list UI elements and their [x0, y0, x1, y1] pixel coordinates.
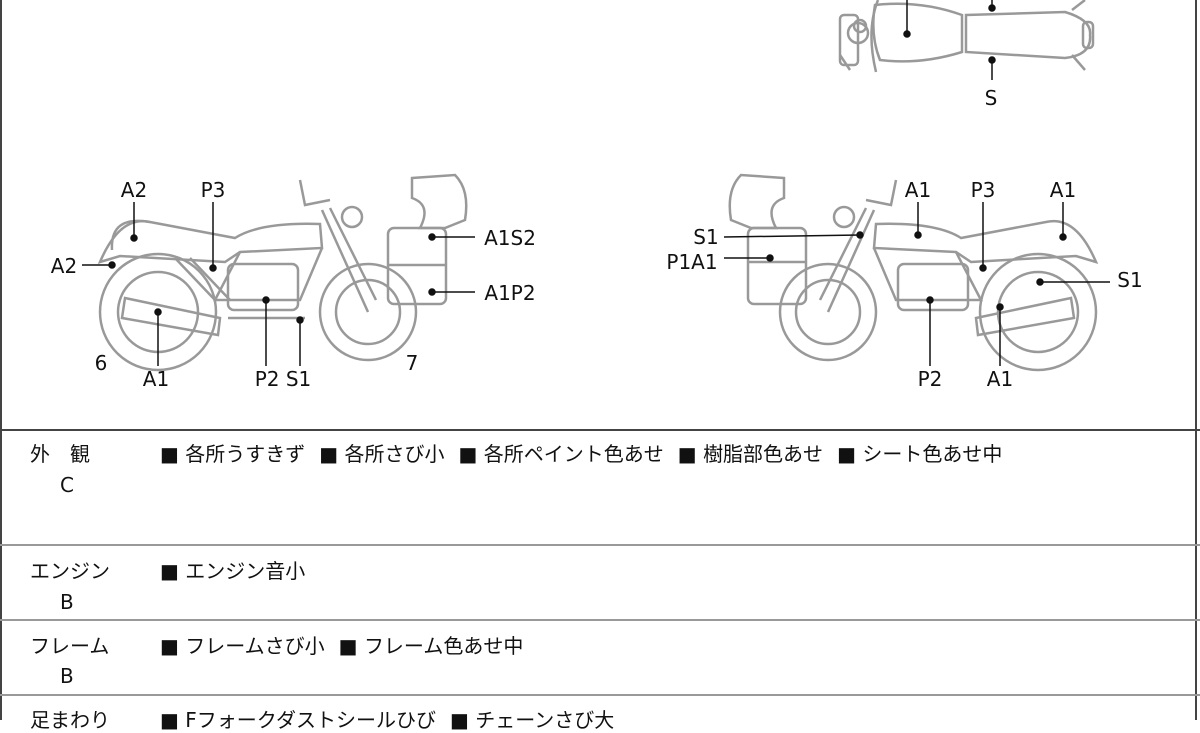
label-a1-right: A1 [1049, 178, 1077, 202]
label-a2-top: A2 [120, 178, 148, 202]
label-a1s2: A1S2 [484, 226, 536, 250]
row-grade: C [60, 473, 74, 497]
top-view-motorcycle [838, 0, 1095, 73]
condition-item: Fフォークダストシールひび [160, 708, 436, 732]
row-items: 各所うすきず各所さび小各所ペイント色あせ樹脂部色あせシート色あせ中 [160, 438, 1016, 467]
label-p3-right: P3 [970, 178, 996, 202]
label-6: 6 [94, 351, 108, 375]
row-label: エンジン [30, 559, 110, 583]
row-grade: B [60, 664, 74, 688]
left-side-motorcycle [97, 173, 468, 372]
condition-item: 各所さび小 [319, 442, 444, 466]
sheet-frame [0, 0, 1197, 720]
label-p1a1: P1A1 [666, 250, 718, 274]
label-s1-right: S1 [1117, 268, 1143, 292]
row-label: 外 観 [30, 442, 90, 466]
right-side-motorcycle [728, 173, 1099, 372]
row-label: 足まわり [30, 708, 110, 732]
label-s1-left: S1 [693, 225, 719, 249]
label-p2s1: P2 S1 [254, 367, 312, 391]
condition-item: 各所ペイント色あせ [459, 442, 664, 466]
label-a1-left: A1 [904, 178, 932, 202]
condition-item: 各所うすきず [160, 442, 305, 466]
row-items: フレームさび小フレーム色あせ中 [160, 630, 537, 659]
condition-item: 樹脂部色あせ [678, 442, 823, 466]
row-items: エンジン音小 [160, 555, 319, 584]
row-label: フレーム [30, 634, 110, 658]
condition-item: フレームさび小 [160, 634, 325, 658]
motorcycle-damage-diagram [82, 0, 1110, 372]
condition-item: シート色あせ中 [837, 442, 1002, 466]
label-a2-front: A2 [50, 254, 78, 278]
label-p3: P3 [200, 178, 226, 202]
row-grade: B [60, 590, 74, 614]
condition-item: フレーム色あせ中 [339, 634, 524, 658]
top-view-label-s: S [984, 86, 998, 110]
label-7: 7 [405, 351, 419, 375]
label-p2-right: P2 [917, 367, 943, 391]
condition-item: エンジン音小 [160, 559, 305, 583]
label-a1-bottom: A1 [142, 367, 170, 391]
divider [0, 429, 1200, 431]
condition-item: チェーンさび大 [450, 708, 614, 732]
label-a1-bottom-right: A1 [986, 367, 1014, 391]
row-items: Fフォークダストシールひびチェーンさび大 [160, 704, 628, 733]
divider [0, 544, 1200, 546]
divider [0, 694, 1200, 696]
divider [0, 619, 1200, 621]
label-a1p2: A1P2 [484, 281, 536, 305]
